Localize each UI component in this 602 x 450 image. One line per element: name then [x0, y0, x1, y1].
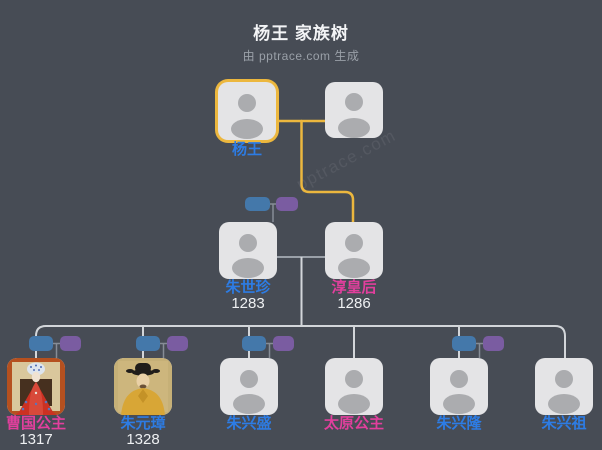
mini-male-node[interactable]	[136, 336, 160, 351]
person-card-chunhuanghou[interactable]	[325, 222, 383, 279]
avatar-placeholder-icon	[338, 370, 370, 414]
person-card-caoguogongzhu[interactable]	[7, 358, 65, 415]
avatar-placeholder-icon	[443, 370, 475, 414]
person-card-yangwang-spouse[interactable]	[325, 82, 383, 138]
mini-pair-connector-zhushizhen	[270, 203, 276, 222]
mini-pair-connector-child2	[266, 342, 273, 358]
mini-female-node[interactable]	[60, 336, 81, 351]
person-name-zhuxingzu: 朱兴祖	[541, 415, 587, 432]
mini-pair-connector-child4	[476, 342, 483, 358]
person-card-zhuxinglong[interactable]	[430, 358, 488, 415]
person-name-yangwang: 杨王	[231, 141, 262, 158]
mini-male-node[interactable]	[245, 197, 270, 211]
avatar-placeholder-icon	[231, 94, 263, 139]
mini-male-node[interactable]	[29, 336, 53, 351]
person-name-zhuxingsheng: 朱兴盛	[226, 415, 272, 432]
person-card-zhuyuanzhang[interactable]	[114, 358, 172, 415]
person-name-chunhuanghou: 淳皇后	[331, 279, 377, 296]
mini-male-node[interactable]	[452, 336, 476, 351]
page-subtitle: 由 pptrace.com 生成	[242, 49, 360, 63]
mini-female-node[interactable]	[276, 197, 298, 211]
person-name-taiyuangongzhu: 太原公主	[323, 415, 384, 432]
person-year-zhushizhen: 1283	[231, 295, 265, 312]
avatar-placeholder-icon	[548, 370, 580, 414]
mini-female-node[interactable]	[483, 336, 504, 351]
person-year-caoguogongzhu: 1317	[19, 431, 53, 448]
person-name-zhuyuanzhang: 朱元璋	[120, 415, 166, 432]
highlighted-descent-line	[300, 119, 355, 224]
person-card-taiyuangongzhu[interactable]	[325, 358, 383, 415]
person-card-zhuxingsheng[interactable]	[220, 358, 278, 415]
person-card-zhushizhen[interactable]	[219, 222, 277, 279]
mini-male-node[interactable]	[242, 336, 266, 351]
person-card-zhuxingzu[interactable]	[535, 358, 593, 415]
person-name-zhushizhen: 朱世珍	[225, 279, 271, 296]
person-year-chunhuanghou: 1286	[337, 295, 371, 312]
person-name-zhuxinglong: 朱兴隆	[436, 415, 482, 432]
person-name-caoguogongzhu: 曹国公主	[5, 415, 66, 432]
children-rail	[35, 325, 566, 359]
mini-female-node[interactable]	[167, 336, 188, 351]
portrait-image	[7, 358, 65, 415]
page-title: 杨王 家族树	[253, 24, 349, 43]
avatar-placeholder-icon	[338, 234, 370, 278]
portrait-image	[114, 358, 172, 415]
avatar-placeholder-icon	[232, 234, 264, 278]
person-year-zhuyuanzhang: 1328	[126, 431, 160, 448]
avatar-placeholder-icon	[233, 370, 265, 414]
mini-pair-connector-child0	[53, 342, 60, 358]
mini-pair-connector-child1	[160, 342, 167, 358]
avatar-placeholder-icon	[338, 93, 370, 138]
mini-female-node[interactable]	[273, 336, 294, 351]
person-card-yangwang[interactable]	[218, 82, 276, 140]
